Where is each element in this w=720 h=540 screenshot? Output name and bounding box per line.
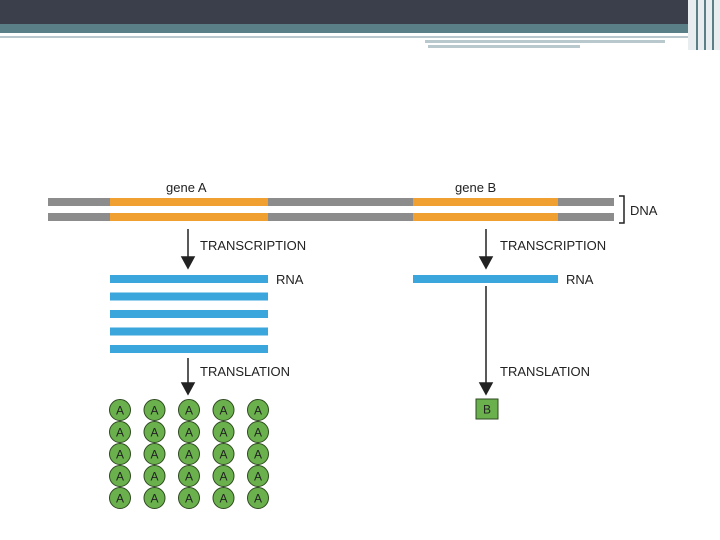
protein-a-letter: A (150, 492, 158, 506)
header-accent-stripe (0, 24, 720, 33)
header-corner-line (696, 0, 698, 50)
protein-a-letter: A (185, 470, 193, 484)
protein-a-letter: A (254, 404, 262, 418)
header-thin-line (0, 36, 720, 38)
protein-gene-b: B (475, 398, 499, 420)
protein-a-letter: A (116, 470, 124, 484)
protein-a-letter: A (219, 492, 227, 506)
protein-a-letter: A (219, 426, 227, 440)
protein-a-letter: A (254, 426, 262, 440)
dna-strand-top (48, 198, 614, 206)
rna-label-a: RNA (276, 272, 304, 287)
protein-a-letter: A (185, 448, 193, 462)
gene-a-segment-top (110, 198, 268, 206)
arrows (180, 229, 494, 396)
rna-label-b: RNA (566, 272, 594, 287)
protein-a-molecule (143, 421, 166, 443)
protein-b-letter: B (483, 403, 491, 417)
slide-header (0, 0, 720, 50)
protein-a-molecule (212, 487, 235, 509)
rna-strand (110, 275, 268, 283)
dna-label: DNA (630, 203, 658, 218)
header-corner-line-3 (712, 0, 714, 50)
protein-a-molecule (247, 399, 269, 421)
protein-a-molecule (143, 465, 166, 487)
protein-a-letter: A (185, 404, 193, 418)
protein-a-molecule (109, 487, 131, 509)
protein-a-letter: A (254, 470, 262, 484)
gene-b-segment-bottom (413, 213, 558, 221)
gene-b-label: gene B (455, 180, 496, 195)
protein-a-molecule (109, 465, 131, 487)
protein-a-molecule (247, 487, 269, 509)
rna-strands-gene-a (110, 275, 268, 353)
protein-a-molecule (109, 421, 131, 443)
protein-a-letter: A (150, 470, 158, 484)
protein-a-molecule (178, 421, 200, 443)
rna-strand (110, 327, 268, 336)
protein-a-letter: A (219, 470, 227, 484)
protein-a-letter: A (254, 448, 262, 462)
dna-bracket (619, 195, 625, 224)
protein-a-letter: A (185, 492, 193, 506)
arrow-transcription-a (180, 229, 196, 270)
protein-a-molecule (109, 399, 131, 421)
protein-a-molecule (109, 443, 131, 465)
protein-a-letter: A (219, 404, 227, 418)
translation-label-a: TRANSLATION (200, 364, 290, 379)
protein-a-letter: A (150, 404, 158, 418)
header-corner-line-2 (704, 0, 706, 50)
protein-a-letter: A (116, 492, 124, 506)
dna-strands (48, 195, 625, 224)
protein-a-molecule (247, 421, 269, 443)
rna-strand (413, 275, 558, 283)
protein-a-molecule (178, 443, 200, 465)
arrow-translation-a (180, 358, 196, 396)
transcription-label-b: TRANSCRIPTION (500, 238, 606, 253)
protein-a-molecule (247, 443, 269, 465)
protein-a-letter: A (254, 492, 262, 506)
arrow-transcription-b (478, 229, 494, 270)
protein-a-letter: A (219, 448, 227, 462)
protein-a-molecule (212, 443, 235, 465)
protein-a-molecule (212, 421, 235, 443)
gene-a-segment-bottom (110, 213, 268, 221)
translation-label-b: TRANSLATION (500, 364, 590, 379)
header-bar (0, 0, 720, 24)
gene-b-segment-top (413, 198, 558, 206)
protein-a-letter: A (116, 404, 124, 418)
protein-a-letter: A (116, 426, 124, 440)
gene-a-label: gene A (166, 180, 207, 195)
protein-b-molecule (475, 398, 499, 420)
rna-strands-gene-b (413, 275, 558, 283)
protein-a-molecule (247, 465, 269, 487)
header-accent-mark (425, 40, 665, 43)
arrow-translation-b (478, 286, 494, 396)
transcription-label-a: TRANSCRIPTION (200, 238, 306, 253)
protein-a-letter: A (150, 426, 158, 440)
protein-a-molecule (143, 443, 166, 465)
protein-a-molecule (212, 399, 235, 421)
header-accent-mark-2 (428, 45, 580, 48)
rna-strand (110, 345, 268, 353)
protein-a-letter: A (150, 448, 158, 462)
protein-a-letter: A (185, 426, 193, 440)
protein-a-molecule (178, 465, 200, 487)
protein-a-molecule (143, 399, 166, 421)
protein-a-molecule (178, 487, 200, 509)
protein-a-molecule (212, 465, 235, 487)
protein-a-molecule (143, 487, 166, 509)
protein-a-letter: A (116, 448, 124, 462)
protein-a-molecule (178, 399, 200, 421)
dna-strand-bottom (48, 213, 614, 221)
rna-strand (110, 292, 268, 301)
rna-strand (110, 310, 268, 318)
